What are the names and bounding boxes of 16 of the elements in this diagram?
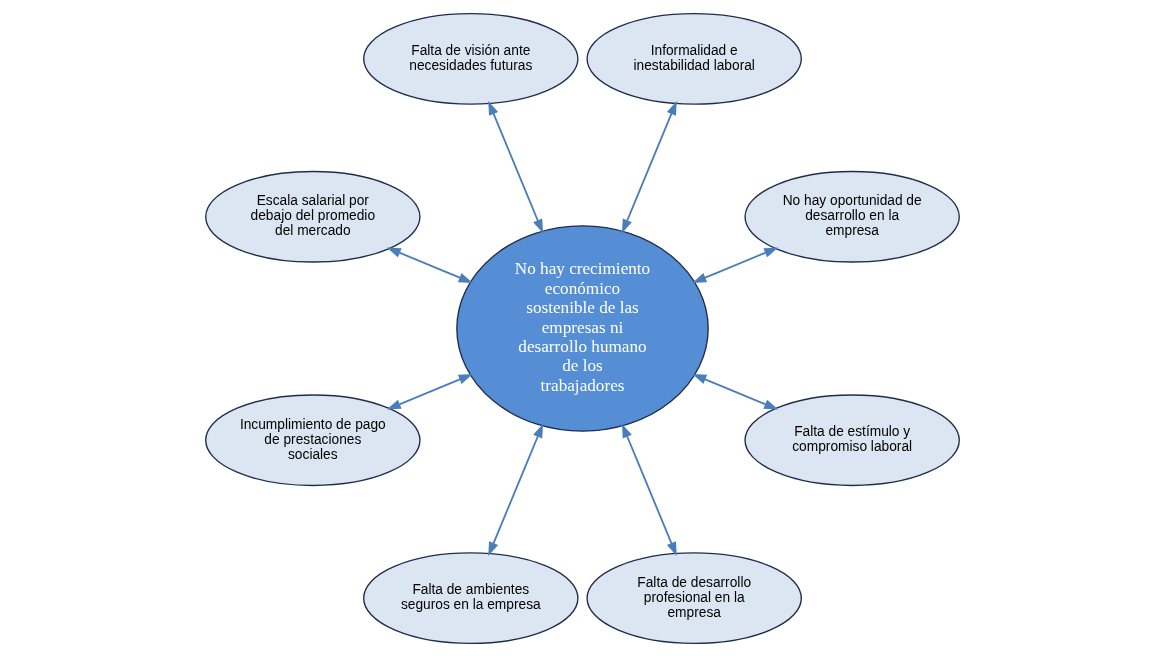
arrow [692,373,779,410]
arrow [386,373,473,410]
arrow [488,423,544,556]
node-ellipse: Informalidad e inestabilidad laboral [586,12,802,105]
node-ellipse: Falta de ambientes seguros en la empresa [363,551,579,644]
node-ellipse: Falta de visión ante necesidades futuras [363,12,579,105]
arrow [621,423,677,556]
node-ellipse: Escala salarial por debajo del promedio del mercado [205,170,421,263]
node-ellipse: Falta de desarrollo profesional en la empresa [586,551,802,644]
arrow [488,100,544,233]
node-ellipse: No hay oportunidad de desarrollo en la empresa [744,170,960,263]
arrow [692,246,779,283]
arrow [386,246,473,283]
node-ellipse: Falta de estímulo y compromiso laboral [744,393,960,486]
node-ellipse: Incumplimiento de pago de prestaciones sociales [205,393,421,486]
arrow [621,100,677,233]
